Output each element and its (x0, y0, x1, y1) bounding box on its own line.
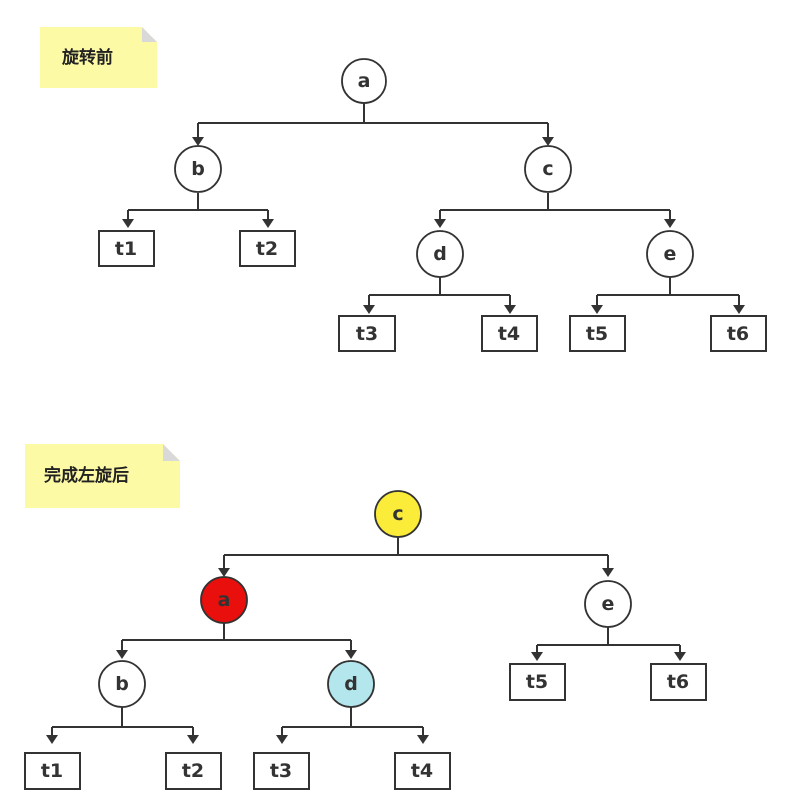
node-d-before: d (416, 230, 464, 278)
leaf-t4-after-label: t4 (411, 760, 433, 782)
leaf-t2-before: t2 (239, 230, 296, 267)
tree-after: c a e b d t5 t6 t1 (24, 490, 707, 790)
leaf-t3-before: t3 (338, 315, 396, 352)
leaf-t6-before: t6 (710, 315, 767, 352)
note-before-label: 旋转前 (61, 47, 113, 68)
leaf-t5-after-label: t5 (526, 671, 548, 693)
node-a-before-label: a (358, 70, 371, 92)
leaf-t2-after-label: t2 (182, 760, 204, 782)
node-b-before-label: b (191, 158, 205, 180)
note-before-bg (40, 27, 157, 88)
leaf-t5-before: t5 (569, 315, 626, 352)
node-e-after: e (584, 580, 632, 628)
node-e-after-label: e (602, 593, 615, 615)
node-c-after: c (374, 490, 422, 538)
edges-after (46, 537, 686, 744)
edges-before (122, 101, 745, 314)
leaf-t1-after: t1 (24, 752, 81, 790)
note-after: 完成左旋后 (25, 444, 180, 508)
node-a-after-label: a (218, 589, 231, 611)
note-after-label: 完成左旋后 (44, 465, 129, 486)
node-d-after-label: d (344, 673, 358, 695)
leaf-t2-before-label: t2 (256, 238, 278, 260)
leaf-t6-before-label: t6 (727, 323, 749, 345)
node-d-after: d (327, 660, 375, 708)
leaf-t4-before-label: t4 (498, 323, 520, 345)
note-before-fold (142, 27, 157, 42)
leaf-t2-after: t2 (165, 752, 222, 790)
note-after-fold (163, 444, 180, 461)
node-c-after-label: c (392, 503, 403, 525)
node-d-before-label: d (433, 243, 447, 265)
node-c-before-label: c (542, 158, 553, 180)
node-b-before: b (174, 145, 222, 193)
leaf-t4-after: t4 (394, 752, 451, 790)
leaf-t3-before-label: t3 (356, 323, 378, 345)
leaf-t3-after-label: t3 (270, 760, 292, 782)
leaf-t1-before-label: t1 (115, 238, 137, 260)
note-before: 旋转前 (40, 27, 157, 88)
leaf-t5-after: t5 (509, 663, 566, 701)
node-b-after-label: b (115, 673, 129, 695)
node-a-after: a (200, 576, 248, 624)
leaf-t1-before: t1 (98, 230, 155, 267)
tree-before: a b c d e t1 t2 t3 (98, 58, 767, 352)
node-a-before: a (341, 58, 387, 104)
note-after-bg (25, 444, 180, 508)
leaf-t6-after: t6 (650, 663, 707, 701)
leaf-t5-before-label: t5 (586, 323, 608, 345)
node-e-before: e (646, 230, 694, 278)
node-c-before: c (524, 145, 572, 193)
leaf-t6-after-label: t6 (667, 671, 689, 693)
node-e-before-label: e (664, 243, 677, 265)
leaf-t3-after: t3 (253, 752, 310, 790)
leaf-t4-before: t4 (481, 315, 538, 352)
leaf-t1-after-label: t1 (41, 760, 63, 782)
node-b-after: b (98, 660, 146, 708)
